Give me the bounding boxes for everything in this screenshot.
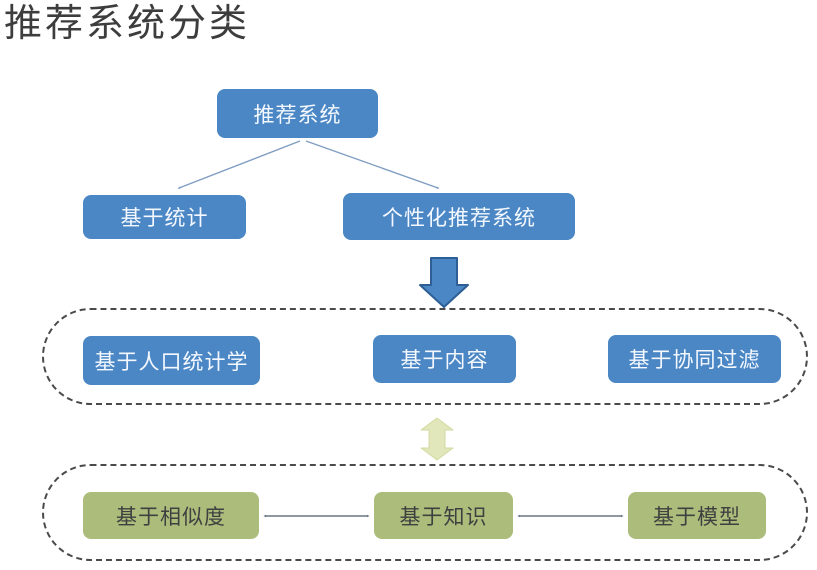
down-block-arrow-icon [419, 257, 469, 308]
node-knowledge-based: 基于知识 [374, 492, 513, 539]
node-label: 基于模型 [653, 505, 741, 529]
node-label: 基于协同过滤 [628, 349, 761, 372]
node-personalized-recommender: 个性化推荐系统 [343, 193, 575, 240]
node-label: 基于统计 [120, 207, 209, 230]
node-content-based: 基于内容 [373, 335, 516, 383]
connector-root-to-personalized [305, 140, 438, 188]
node-model-based: 基于模型 [628, 492, 766, 539]
node-collaborative-filtering: 基于协同过滤 [608, 335, 781, 383]
node-label: 个性化推荐系统 [382, 206, 536, 230]
node-demographic-based: 基于人口统计学 [83, 336, 260, 385]
node-label: 基于知识 [399, 505, 488, 529]
node-label: 推荐系统 [253, 103, 342, 127]
updown-block-arrow-icon [420, 417, 454, 461]
group-personalized-types [42, 308, 808, 405]
group-method-types [42, 464, 808, 561]
node-label: 基于人口统计学 [94, 350, 249, 374]
node-label: 基于相似度 [116, 505, 226, 529]
node-recommender-system: 推荐系统 [217, 89, 378, 138]
node-label: 基于内容 [400, 349, 489, 372]
node-statistics-based: 基于统计 [83, 195, 246, 239]
page-title: 推荐系统分类 [4, 3, 251, 45]
node-similarity-based: 基于相似度 [83, 492, 259, 539]
connector-root-to-stats [179, 140, 301, 188]
